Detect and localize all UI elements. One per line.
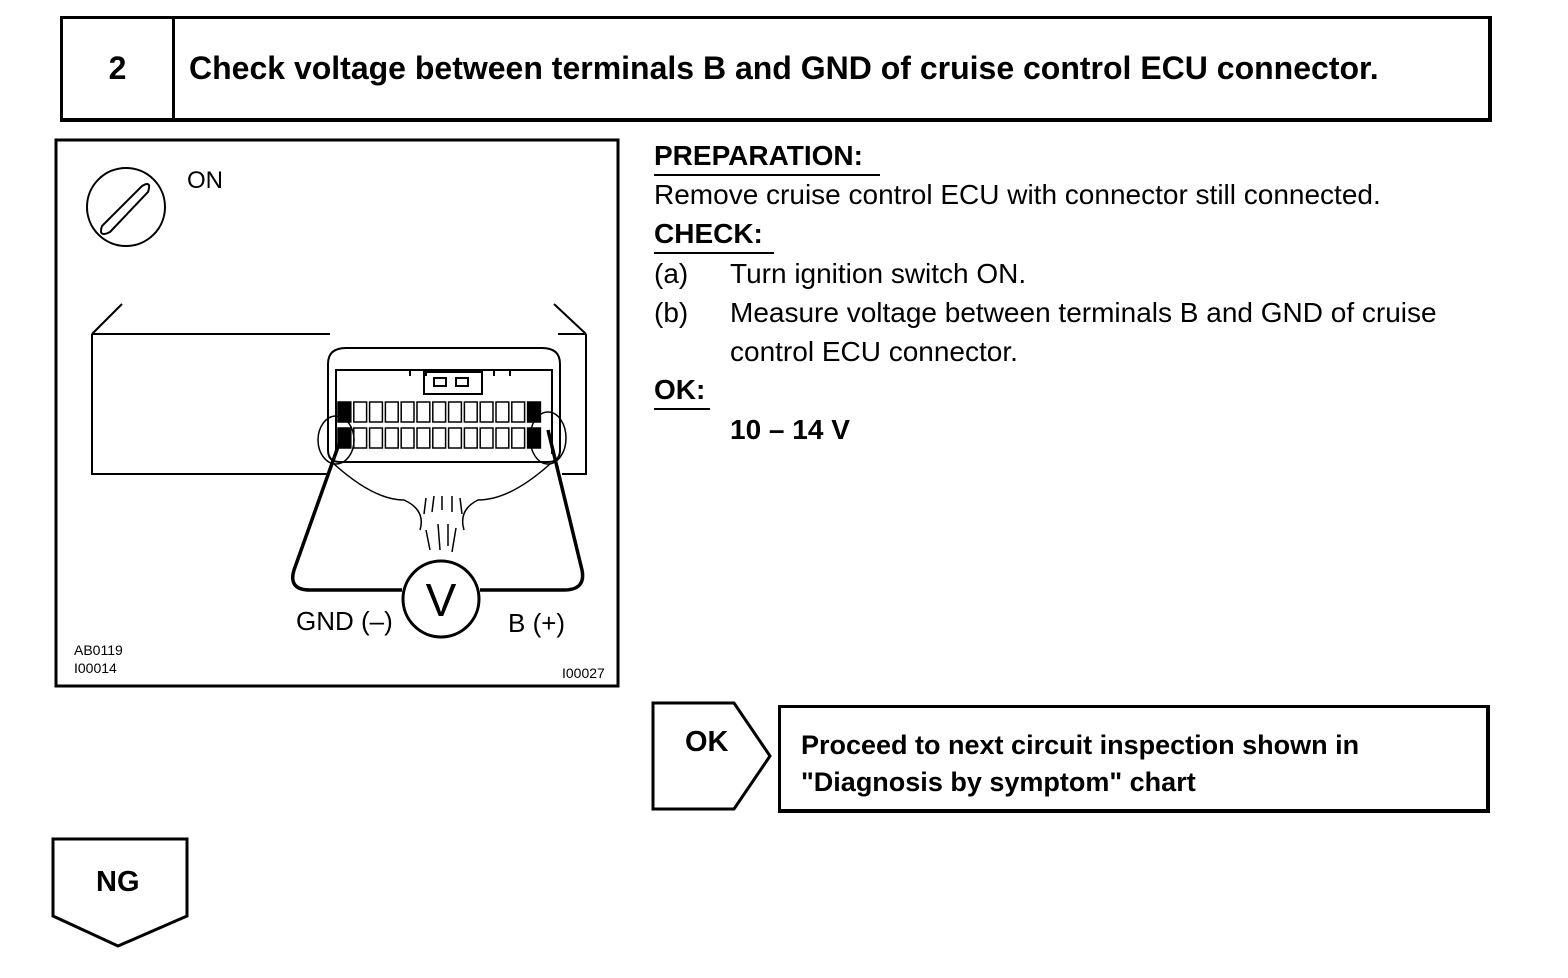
- step-b-text-line-2: control ECU connector.: [730, 336, 1018, 367]
- b-terminal-label: B (+): [508, 608, 565, 638]
- connector-pin: [511, 401, 526, 423]
- connector-pin: [400, 401, 415, 423]
- wire-harness: [317, 411, 567, 553]
- ecu-body: [91, 303, 587, 475]
- probe-leads: [291, 429, 585, 592]
- connector-pin: [511, 427, 526, 449]
- ignition-switch-icon: [86, 167, 166, 247]
- ng-flow-arrow: [51, 837, 189, 948]
- connector-pin: [432, 401, 447, 423]
- step-a-marker: (a): [654, 258, 689, 289]
- figure-code: I00027: [562, 665, 605, 681]
- ok-flow-label: OK: [685, 726, 729, 758]
- connector-pin: [368, 427, 384, 449]
- connector-pin: [447, 427, 463, 449]
- reference-code-2: I00014: [74, 660, 117, 676]
- result-text-line-1: Proceed to next circuit inspection shown…: [801, 730, 1360, 760]
- voltmeter-symbol: V: [426, 574, 457, 626]
- ok-flow-arrow: [651, 701, 772, 811]
- check-underline: [654, 252, 774, 254]
- step-title: Check voltage between terminals B and GN…: [189, 50, 1379, 86]
- connector-pin: [447, 401, 463, 423]
- connector-pin: [463, 427, 478, 449]
- step-number: 2: [63, 19, 175, 118]
- step-a-text: Turn ignition switch ON.: [730, 258, 1027, 289]
- ok-spec-value: 10 – 14 V: [730, 414, 850, 445]
- connector-pin: [495, 401, 510, 423]
- connector-pin: [384, 401, 399, 423]
- ignition-on-label: ON: [187, 167, 223, 194]
- ok-heading: OK:: [654, 374, 706, 405]
- step-b-text-line-1: Measure voltage between terminals B and …: [730, 297, 1437, 328]
- step-header: 2 Check voltage between terminals B and …: [60, 16, 1492, 122]
- preparation-underline: [654, 174, 880, 176]
- voltmeter-icon: V: [401, 559, 481, 639]
- connector-pin: [416, 427, 431, 449]
- connector-pin: [384, 427, 399, 449]
- preparation-text: Remove cruise control ECU with connector…: [654, 179, 1381, 210]
- connector-pin: [463, 401, 478, 423]
- ng-flow-label: NG: [96, 866, 140, 898]
- result-text-line-2: "Diagnosis by symptom" chart: [801, 767, 1196, 797]
- connector-illustration: ON V GND (–) B (+) AB0119 I00014 I: [54, 138, 620, 688]
- connector-pin: [353, 401, 368, 423]
- connector-pin: [400, 427, 415, 449]
- connector-pin: [495, 427, 510, 449]
- connector-pin-grid: [337, 401, 542, 449]
- check-heading: CHECK:: [654, 218, 763, 249]
- gnd-terminal-label: GND (–): [296, 606, 393, 636]
- ok-result-box: Proceed to next circuit inspection shown…: [778, 705, 1490, 813]
- connector-pin: [416, 401, 431, 423]
- connector-pin: [368, 401, 384, 423]
- connector-pin: [526, 401, 542, 423]
- ok-underline: [654, 408, 710, 410]
- connector-pin: [353, 427, 368, 449]
- connector-pin: [479, 427, 494, 449]
- connector-pin: [479, 401, 494, 423]
- connector-pin: [432, 427, 447, 449]
- reference-code-1: AB0119: [74, 642, 123, 658]
- step-b-marker: (b): [654, 297, 689, 328]
- preparation-heading: PREPARATION:: [654, 140, 863, 171]
